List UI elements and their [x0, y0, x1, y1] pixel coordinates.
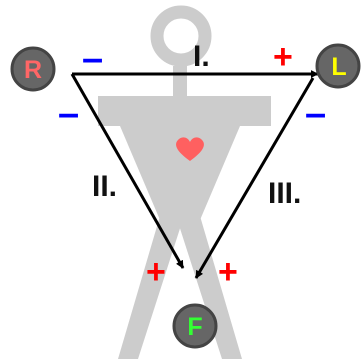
figure-arms — [98, 96, 271, 126]
lead-2-label: II. — [92, 170, 117, 203]
figure-torso — [120, 126, 240, 220]
electrode-left-arm-letter: L — [331, 53, 346, 81]
figure-neck — [173, 66, 187, 96]
lead-1-negative-sign: – — [82, 38, 103, 80]
lead-1-positive-sign: + — [273, 38, 293, 76]
electrode-right-arm-letter: R — [24, 56, 42, 84]
lead-2-positive-sign: + — [146, 253, 166, 291]
electrode-foot-letter: F — [187, 313, 202, 341]
lead-3-label: III. — [268, 177, 301, 210]
electrode-foot: F — [172, 303, 218, 349]
figure-left-leg — [118, 216, 184, 359]
electrode-left-arm-disc — [315, 43, 361, 89]
lead-1-label: I. — [193, 40, 210, 73]
human-figure-icon — [98, 5, 271, 359]
lead-3-negative-sign: – — [305, 93, 326, 135]
figure-head — [150, 5, 212, 67]
electrode-right-arm-disc — [10, 46, 56, 92]
electrode-left-arm: L — [315, 43, 361, 89]
lead-3-arrow — [194, 77, 315, 279]
heart-icon — [176, 137, 204, 161]
lead-2-arrow — [70, 73, 185, 269]
lead-2-negative-sign: – — [58, 93, 79, 135]
electrode-foot-disc — [172, 303, 218, 349]
lead-3-positive-sign: + — [218, 253, 238, 291]
electrode-right-arm: R — [10, 46, 56, 92]
figure-right-leg — [176, 216, 242, 359]
